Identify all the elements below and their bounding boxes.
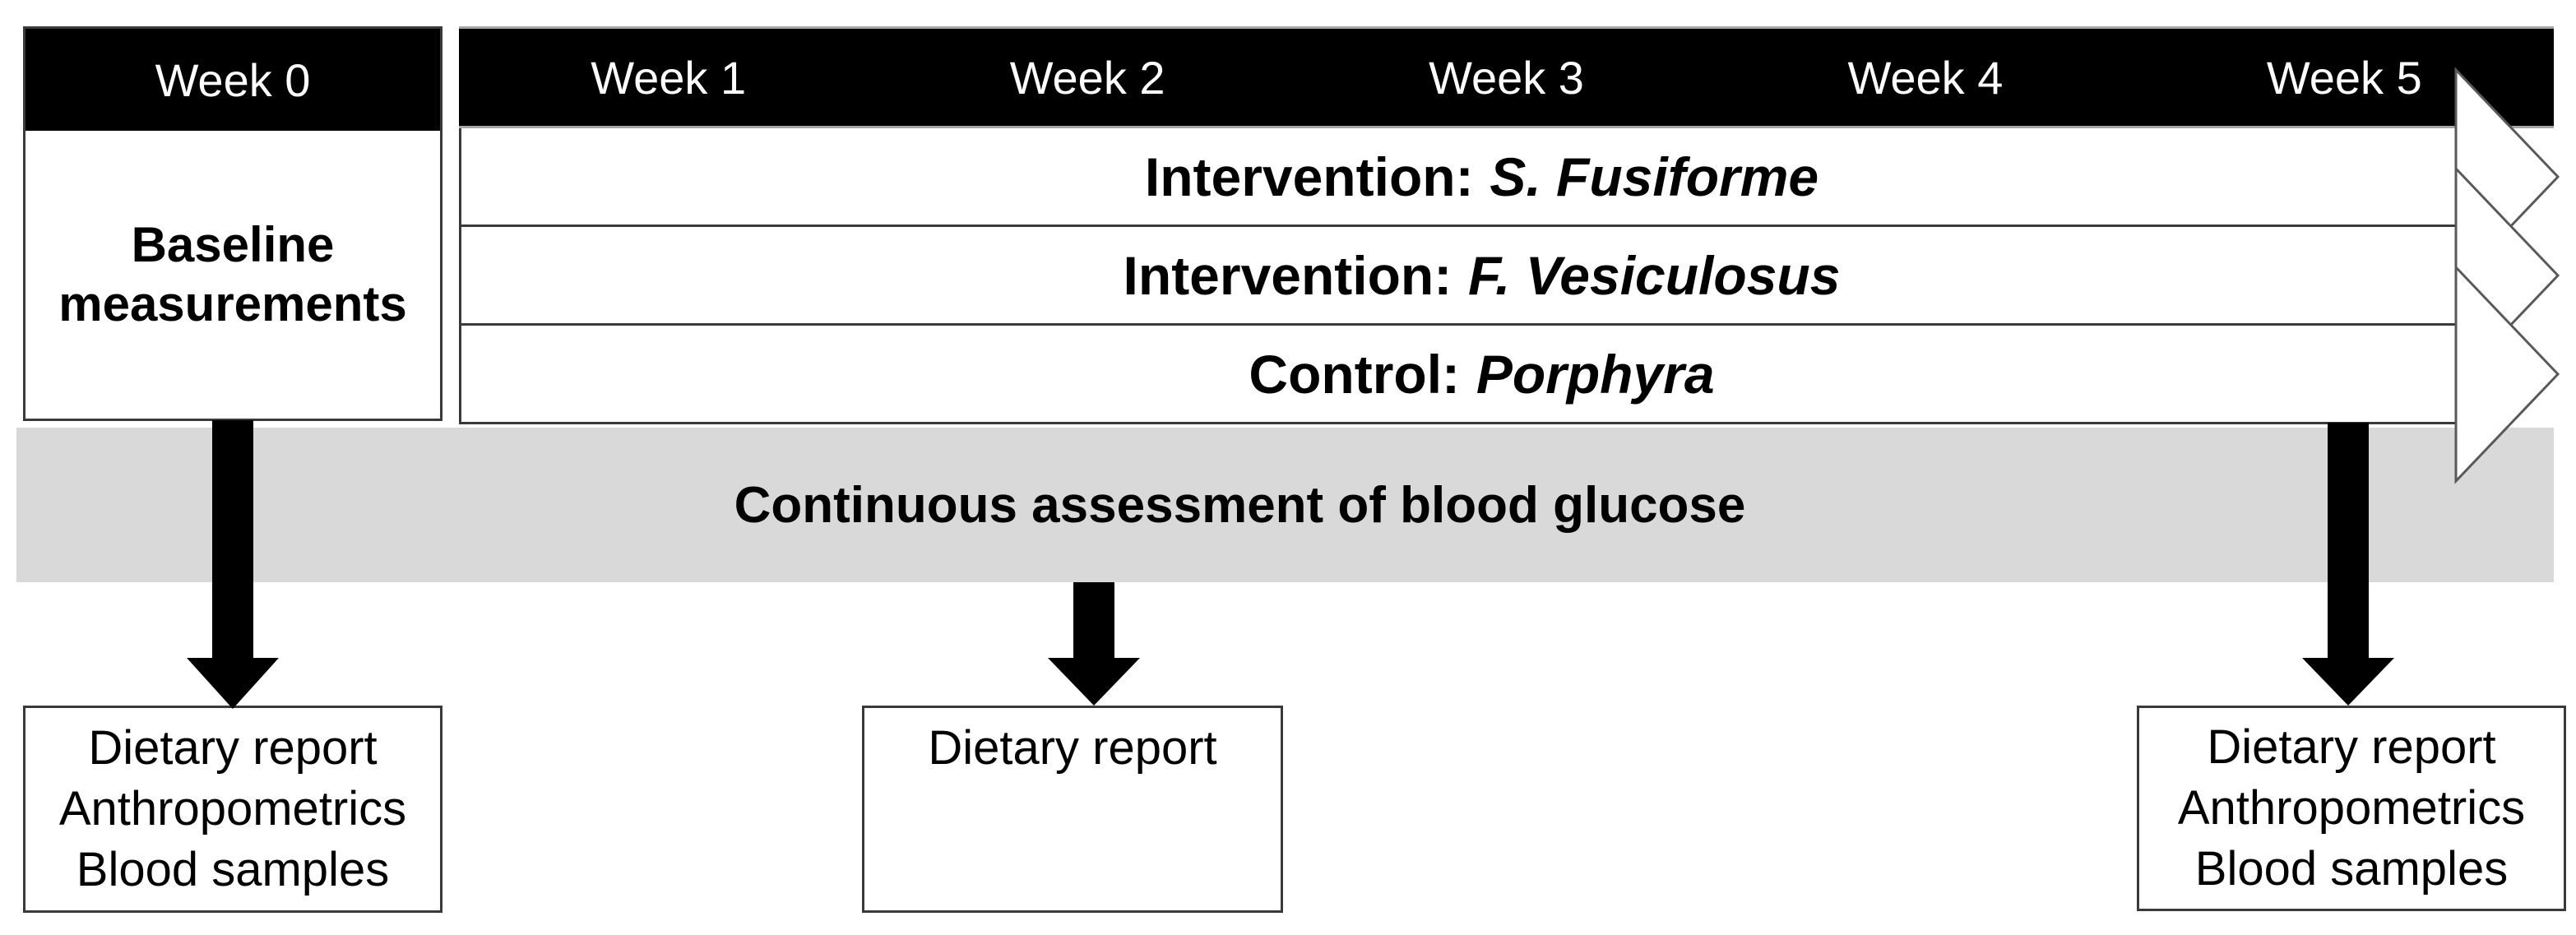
study-arm-rows: Intervention: S. Fusiforme Intervention:…: [459, 128, 2456, 424]
row-1-species: S. Fusiforme: [1490, 146, 1819, 207]
report-left-line-3: Blood samples: [76, 843, 390, 896]
baseline-box: Week 0 Baseline measurements: [23, 26, 442, 421]
row-3-prefix: Control:: [1249, 343, 1461, 405]
glucose-band-label: Continuous assessment of blood glucose: [734, 476, 1746, 534]
week0-header: Week 0: [25, 29, 440, 131]
report-left-line-2: Anthropometrics: [58, 782, 407, 835]
report-box-week0: Dietary report Anthropometrics Blood sam…: [23, 706, 442, 913]
week0-label: Week 0: [155, 53, 311, 106]
baseline-text: Baseline measurements: [25, 131, 440, 419]
week-1-label: Week 1: [591, 51, 747, 104]
report-right-line-2: Anthropometrics: [2177, 781, 2526, 835]
report-box-midstudy: Dietary report: [862, 706, 1283, 913]
right-arrowhead-row2-icon: [2454, 165, 2560, 386]
row-2-species: F. Vesiculosus: [1468, 244, 1841, 306]
baseline-line-1: Baseline: [131, 217, 335, 272]
down-arrow-midstudy-icon: [1048, 582, 1140, 706]
report-left-line-1: Dietary report: [88, 721, 378, 775]
report-box-week5: Dietary report Anthropometrics Blood sam…: [2137, 706, 2566, 911]
row-intervention-f-vesiculosus: Intervention: F. Vesiculosus: [461, 227, 2456, 326]
week-4-label: Week 4: [1847, 51, 2004, 104]
row-intervention-s-fusiforme: Intervention: S. Fusiforme: [461, 128, 2456, 227]
report-right-line-1: Dietary report: [2207, 720, 2496, 774]
glucose-assessment-band: Continuous assessment of blood glucose: [16, 428, 2554, 582]
week-2-label: Week 2: [1009, 51, 1165, 104]
row-1-prefix: Intervention:: [1144, 146, 1474, 207]
report-middle-line-1: Dietary report: [928, 721, 1217, 775]
row-control-porphyra: Control: Porphyra: [461, 326, 2456, 424]
row-2-prefix: Intervention:: [1123, 244, 1452, 306]
week-5-label: Week 5: [2266, 51, 2422, 104]
baseline-line-2: measurements: [58, 276, 407, 331]
timeline-week-bar: Week 1 Week 2 Week 3 Week 4 Week 5: [459, 26, 2554, 128]
week-3-label: Week 3: [1429, 51, 1584, 104]
report-right-line-3: Blood samples: [2194, 842, 2509, 896]
row-3-species: Porphyra: [1476, 343, 1715, 405]
